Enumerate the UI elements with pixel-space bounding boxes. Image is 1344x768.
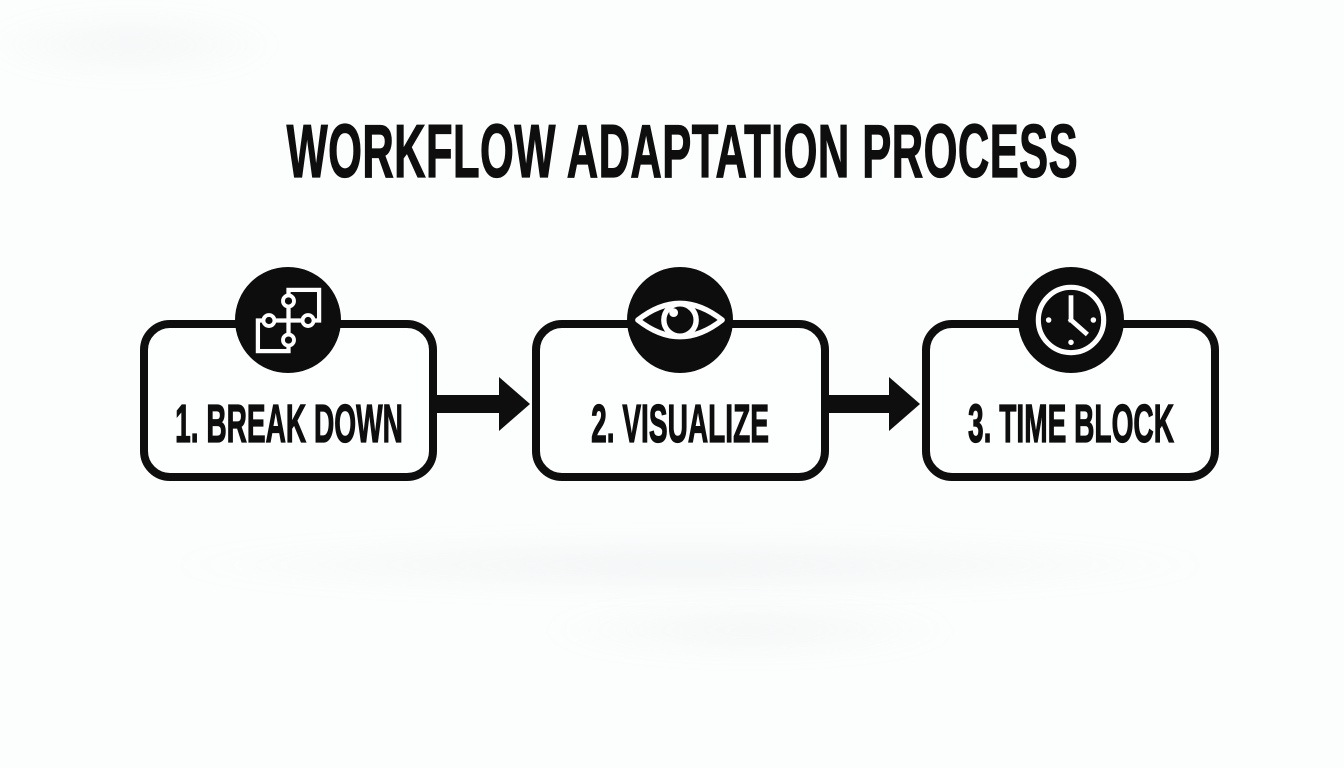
step-box-time-block: 3. TIME BLOCK: [922, 320, 1219, 481]
clock-icon: [1035, 284, 1107, 356]
arrow-head: [499, 377, 530, 431]
icon-badge: [627, 267, 733, 373]
paper-smudge: [0, 10, 280, 80]
step-label: 2. VISUALIZE: [591, 393, 770, 454]
arrow-shaft: [828, 395, 892, 413]
puzzle-icon: [255, 287, 321, 353]
arrow-right-icon: [828, 377, 920, 431]
arrow-right-icon: [436, 377, 530, 431]
icon-badge: [235, 267, 341, 373]
paper-smudge: [540, 600, 960, 660]
paper-smudge: [160, 535, 1220, 595]
step-label: 1. BREAK DOWN: [174, 393, 403, 454]
arrow-head: [889, 377, 920, 431]
eye-icon: [635, 300, 725, 340]
step-label: 3. TIME BLOCK: [967, 393, 1174, 454]
arrow-shaft: [436, 395, 502, 413]
diagram-title: WORKFLOW ADAPTATION PROCESS: [0, 109, 1344, 193]
icon-badge: [1018, 267, 1124, 373]
diagram-title-text: WORKFLOW ADAPTATION PROCESS: [286, 109, 1079, 193]
